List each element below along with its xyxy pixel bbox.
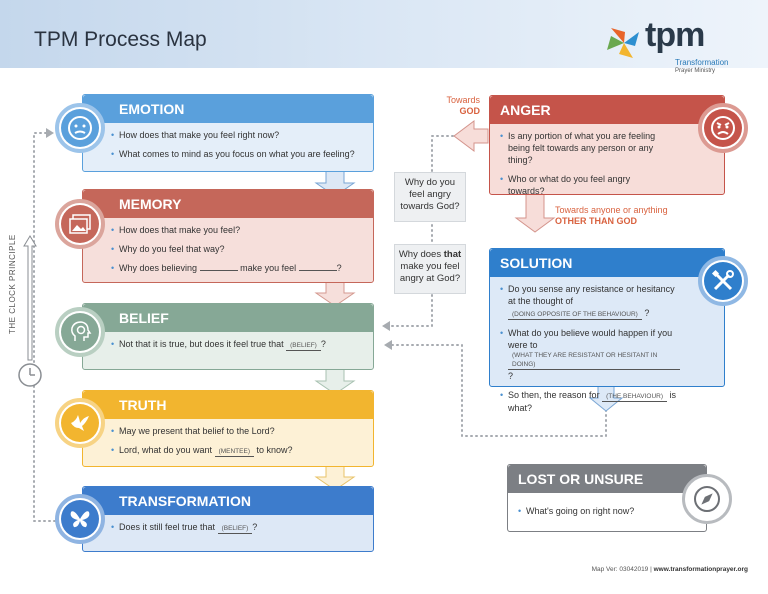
truth-card: TRUTH May we present that belief to the … <box>82 390 374 467</box>
transformation-title: TRANSFORMATION <box>83 487 373 515</box>
transformation-card: TRANSFORMATION Does it still feel true t… <box>82 486 374 552</box>
clock-direction-arrow <box>23 235 37 361</box>
butterfly-icon <box>61 500 99 538</box>
head-gear-icon <box>61 313 99 351</box>
map-version: Map Ver: 03042019 | <box>591 566 652 573</box>
solution-question-1: Do you sense any resistance or hesitancy… <box>500 283 680 320</box>
emotion-badge <box>55 103 105 153</box>
emotion-card: EMOTION How does that make you feel righ… <box>82 94 374 172</box>
brand-wordmark: tpm <box>645 16 705 54</box>
angry-face-icon <box>704 109 742 147</box>
solution-title: SOLUTION <box>490 249 724 277</box>
god-anger-connector <box>389 135 454 327</box>
anger-card: ANGER Is any portion of what you are fee… <box>489 95 725 197</box>
memory-card: MEMORY How does that make you feel? Why … <box>82 189 374 283</box>
brand-logo: tpm Transformation Prayer Ministry <box>603 16 743 74</box>
memory-title: MEMORY <box>83 190 373 218</box>
lost-badge <box>682 474 732 524</box>
emotion-question-1: How does that make you feel right now? <box>111 129 363 141</box>
compass-icon <box>688 480 726 518</box>
brand-subtitle-1: Transformation <box>675 58 729 67</box>
truth-question-2: Lord, what do you want (MENTEE) to know? <box>111 444 363 457</box>
header-banner: TPM Process Map tpm Transformation Praye… <box>0 0 768 74</box>
solution-question-2: What do you believe would happen if you … <box>500 327 680 382</box>
truth-question-1: May we present that belief to the Lord? <box>111 425 363 437</box>
website-link[interactable]: www.transformationprayer.org <box>653 566 748 573</box>
truth-title: TRUTH <box>83 391 373 419</box>
transformation-question-1: Does it still feel true that (BELIEF)? <box>111 521 363 534</box>
pinwheel-logo-icon <box>607 28 639 58</box>
flow-arrow-anger-god <box>453 120 489 152</box>
lost-question-1: What's going on right now? <box>518 505 666 517</box>
anger-badge <box>698 103 748 153</box>
memory-question-2: Why do you feel that way? <box>111 243 363 255</box>
photos-icon <box>61 205 99 243</box>
solution-card: SOLUTION Do you sense any resistance or … <box>489 248 725 413</box>
question-box-why-that: Why does that make you feel angry at God… <box>394 244 466 294</box>
belief-badge <box>55 307 105 357</box>
memory-question-3: Why does believing make you feel ? <box>111 262 363 274</box>
transformation-badge <box>55 494 105 544</box>
flow-arrow-belief-truth <box>314 367 356 395</box>
emotion-title: EMOTION <box>83 95 373 123</box>
flow-arrow-truth-transformation <box>314 465 356 491</box>
flow-arrow-anger-other <box>514 193 556 233</box>
anger-title: ANGER <box>490 96 724 124</box>
belief-question-1: Not that it is true, but does it feel tr… <box>111 338 363 351</box>
belief-title: BELIEF <box>83 304 373 332</box>
flow-arrow-memory-belief <box>314 281 356 307</box>
brand-subtitle-2: Prayer Ministry <box>675 68 716 74</box>
lost-card: LOST OR UNSURE What's going on right now… <box>507 464 707 532</box>
solution-badge <box>698 256 748 306</box>
sad-face-icon <box>61 109 99 147</box>
belief-card: BELIEF Not that it is true, but does it … <box>82 303 374 370</box>
truth-badge <box>55 398 105 448</box>
emotion-question-2: What comes to mind as you focus on what … <box>111 148 363 160</box>
dove-icon <box>61 404 99 442</box>
clock-return-connector <box>33 132 61 522</box>
clock-principle-label: THE CLOCK PRINCIPLE <box>8 234 17 334</box>
memory-question-1: How does that make you feel? <box>111 224 363 236</box>
anger-question-1: Is any portion of what you are feeling b… <box>500 130 668 166</box>
solution-question-3: So then, the reason for (THE BEHAVIOUR) … <box>500 389 680 414</box>
question-box-angry-god: Why do you feel angry towards God? <box>394 172 466 222</box>
solution-return-connector <box>391 344 607 437</box>
footer: Map Ver: 03042019 | www.transformationpr… <box>592 566 748 573</box>
anger-question-2: Who or what do you feel angry towards? <box>500 173 668 197</box>
lost-title: LOST OR UNSURE <box>508 465 706 493</box>
memory-badge <box>55 199 105 249</box>
tools-icon <box>704 262 742 300</box>
page-title: TPM Process Map <box>34 28 207 51</box>
